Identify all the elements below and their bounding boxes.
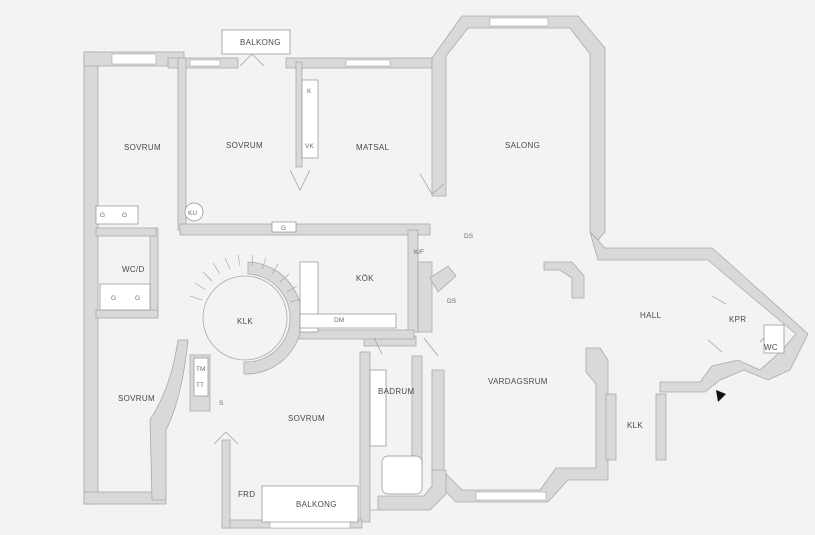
- wall-curved-left: [149, 339, 189, 501]
- balkong-bottom: [261, 485, 359, 523]
- cabinets-sov1: [95, 205, 139, 225]
- rotunda-outer: [243, 261, 303, 375]
- rotunda-inner: [202, 275, 288, 361]
- wall-wcd-bottom: [95, 309, 159, 319]
- label-s: S: [219, 400, 224, 407]
- balkong-top: [221, 29, 291, 55]
- door-matsal: [289, 169, 311, 191]
- ku-circle: [184, 202, 204, 222]
- label-klk-right: KLK: [627, 421, 643, 430]
- label-sovrum-left: SOVRUM: [118, 394, 155, 403]
- label-wc: WC: [764, 343, 778, 352]
- label-badrum: BADRUM: [378, 387, 415, 396]
- label-kok: KÖK: [356, 274, 374, 283]
- cabinet-g-mid: [271, 221, 297, 233]
- label-g3: G: [281, 225, 286, 232]
- window-vardagsrum: [475, 491, 547, 501]
- tm-tt-block: [193, 357, 209, 397]
- kitchen-cabinets-matsal: [301, 79, 319, 159]
- wc-box: [763, 324, 785, 354]
- entrance-arrow-icon: [716, 390, 726, 402]
- label-sovrum-1: SOVRUM: [124, 143, 161, 152]
- label-sovrum-2: SOVRUM: [226, 141, 263, 150]
- label-balkong-bottom: BALKONG: [296, 500, 337, 509]
- label-tt: TT: [196, 382, 204, 389]
- window-sov1: [111, 53, 157, 65]
- wall-hall-exterior: [589, 231, 809, 393]
- wall-kitchen-right: [407, 229, 419, 333]
- fixture-labels: K VK KU G G G G G K/F DS DS DM TM TT S: [100, 88, 474, 407]
- wall-badrum-right: [411, 355, 423, 467]
- walls: [83, 15, 809, 529]
- label-kpr: KPR: [729, 315, 746, 324]
- wall-badrum-left: [359, 351, 371, 523]
- klk-rotunda: [189, 254, 303, 375]
- pillar-mid: [543, 261, 585, 299]
- label-hall: HALL: [640, 311, 661, 320]
- door-badrum: [373, 337, 439, 357]
- bathtub: [381, 455, 423, 495]
- label-sovrum-bottom: SOVRUM: [288, 414, 325, 423]
- windows: [111, 17, 549, 529]
- label-g2: G: [122, 212, 127, 219]
- wall-salong: [431, 15, 606, 241]
- label-g4: G: [111, 295, 116, 302]
- wall-wcd-right: [149, 227, 159, 317]
- doors: [213, 53, 773, 445]
- wall-badrum-bottom: [370, 469, 447, 511]
- wall-kf: [417, 261, 433, 333]
- bath-basins: [369, 369, 387, 447]
- label-frd: FRD: [238, 490, 255, 499]
- window-salong: [489, 17, 549, 27]
- rotunda-hatching: [189, 254, 302, 303]
- wall-klk-right-left: [605, 393, 617, 461]
- label-ku: KU: [188, 210, 197, 217]
- wall-left-exterior: [83, 51, 99, 505]
- window-sov2: [189, 59, 221, 67]
- wall-div-sov2-matsal: [295, 61, 303, 168]
- label-wcd: WC/D: [122, 265, 145, 274]
- wall-wcd-top: [95, 227, 157, 237]
- label-salong: SALONG: [505, 141, 540, 150]
- pillar-ds: [429, 265, 457, 293]
- label-g5: G: [135, 295, 140, 302]
- window-matsal: [345, 59, 391, 67]
- label-ds1: DS: [464, 233, 474, 240]
- room-labels: BALKONG SOVRUM SOVRUM MATSAL SALONG WC/D…: [118, 38, 778, 509]
- wall-mid-horizontal: [179, 223, 431, 236]
- label-tm: TM: [196, 366, 205, 373]
- door-salong: [419, 173, 445, 195]
- cabinets-wcd: [99, 283, 151, 311]
- wall-vardagsrum: [431, 347, 609, 503]
- label-matsal: MATSAL: [356, 143, 389, 152]
- label-k: K: [307, 88, 312, 95]
- wall-div-sov1-sov2: [177, 57, 187, 231]
- kitchen-counter-bottom: [299, 313, 397, 329]
- door-frd: [213, 431, 239, 445]
- label-dm: DM: [334, 317, 344, 324]
- door-balkong: [239, 53, 265, 67]
- label-ds2: DS: [447, 298, 457, 305]
- wall-klk-right-right: [655, 393, 667, 461]
- door-hall-kpr: [707, 295, 727, 353]
- wall-bottom-sovrum-left: [221, 439, 231, 529]
- label-klk-center: KLK: [237, 317, 253, 326]
- label-g1: G: [100, 212, 105, 219]
- label-vardagsrum: VARDAGSRUM: [488, 377, 548, 386]
- fixtures: [95, 79, 785, 495]
- label-kf: K/F: [414, 249, 424, 256]
- label-balkong-top: BALKONG: [240, 38, 281, 47]
- label-vk: VK: [305, 143, 314, 150]
